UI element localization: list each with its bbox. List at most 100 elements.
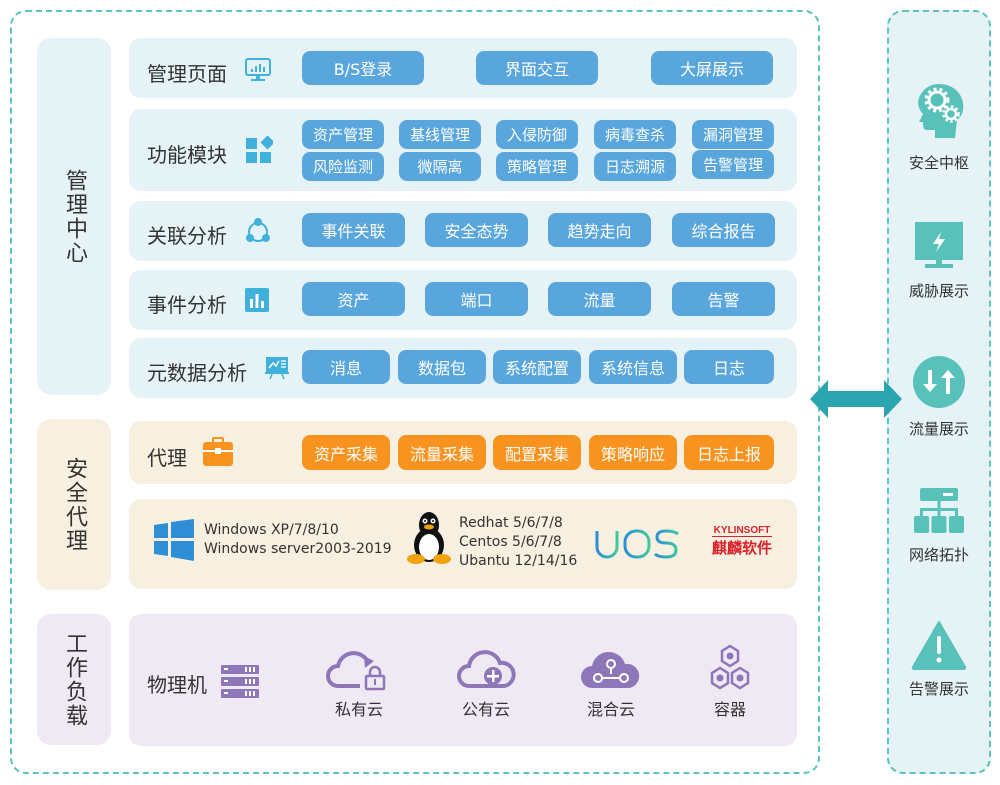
right-item-security-hub[interactable]: 安全中枢 bbox=[889, 80, 989, 173]
windows-desktop: Windows XP/7/8/10 bbox=[204, 522, 339, 538]
bidirectional-arrow-icon bbox=[810, 380, 902, 418]
button-event-correlation[interactable]: 事件关联 bbox=[302, 213, 405, 247]
workload-public-cloud[interactable]: 公有云 bbox=[451, 644, 521, 720]
row-title: 代理 bbox=[147, 446, 187, 470]
row-title: 事件分析 bbox=[147, 293, 227, 317]
row-title: 管理页面 bbox=[147, 62, 227, 86]
monitor-chart-icon bbox=[245, 58, 271, 81]
row-supported-os: Windows XP/7/8/10 Windows server2003-201… bbox=[129, 499, 797, 589]
windows-logo-icon bbox=[154, 519, 194, 561]
server-icon bbox=[221, 665, 259, 698]
linux-versions: Redhat 5/6/7/8 Centos 5/6/7/8 Ubantu 12/… bbox=[459, 514, 577, 571]
right-item-threat-display[interactable]: 威胁展示 bbox=[889, 220, 989, 301]
button-config-collect[interactable]: 配置采集 bbox=[493, 435, 581, 470]
windows-server: Windows server2003-2019 bbox=[204, 541, 392, 557]
button-vuln-mgmt[interactable]: 漏洞管理 bbox=[692, 120, 774, 149]
windows-versions: Windows XP/7/8/10 Windows server2003-201… bbox=[204, 521, 392, 559]
group-workload: 工作负载 bbox=[37, 614, 111, 745]
kylinsoft-cn: 麒麟软件 bbox=[712, 539, 773, 557]
row-function-module: 功能模块 资产管理 基线管理 入侵防御 病毒查杀 漏洞管理 风险监测 微隔离 策… bbox=[129, 109, 797, 191]
button-log-report[interactable]: 日志上报 bbox=[684, 435, 774, 470]
button-sys-info[interactable]: 系统信息 bbox=[589, 350, 677, 384]
group-security-agent: 安全代理 bbox=[37, 419, 111, 590]
button-log[interactable]: 日志 bbox=[684, 350, 774, 384]
button-message[interactable]: 消息 bbox=[302, 350, 390, 384]
row-workload: 物理机 私有云 公有云 bbox=[129, 614, 797, 746]
button-micro-segmentation[interactable]: 微隔离 bbox=[399, 152, 481, 181]
right-item-traffic-display[interactable]: 流量展示 bbox=[889, 354, 989, 439]
workload-container[interactable]: 容器 bbox=[695, 644, 765, 720]
public-cloud-icon bbox=[457, 650, 516, 688]
row-agent: 代理 资产采集 流量采集 配置采集 策略响应 日志上报 bbox=[129, 421, 797, 484]
uos-logo-icon bbox=[595, 529, 679, 559]
button-policy-mgmt[interactable]: 策略管理 bbox=[496, 152, 578, 181]
row-correlation-analysis: 关联分析 事件关联 安全态势 趋势走向 综合报告 bbox=[129, 201, 797, 261]
bar-chart-icon bbox=[245, 288, 269, 312]
kylinsoft-logo: KYLINSOFT 麒麟软件 bbox=[712, 525, 773, 558]
right-item-label: 威胁展示 bbox=[908, 282, 969, 300]
traffic-icon bbox=[913, 356, 965, 408]
workload-hybrid-cloud[interactable]: 混合云 bbox=[576, 644, 646, 720]
workload-private-cloud[interactable]: 私有云 bbox=[324, 644, 394, 720]
threat-monitor-icon bbox=[915, 222, 963, 268]
button-traffic-collect[interactable]: 流量采集 bbox=[398, 435, 486, 470]
button-big-screen[interactable]: 大屏展示 bbox=[651, 51, 773, 85]
right-item-label: 网络拓扑 bbox=[908, 546, 969, 564]
linux-tux-icon bbox=[407, 512, 451, 564]
button-port[interactable]: 端口 bbox=[425, 282, 528, 316]
button-comprehensive-report[interactable]: 综合报告 bbox=[672, 213, 775, 247]
button-asset-collect[interactable]: 资产采集 bbox=[302, 435, 390, 470]
right-item-network-topology[interactable]: 网络拓扑 bbox=[889, 488, 989, 565]
button-intrusion-defense[interactable]: 入侵防御 bbox=[496, 120, 578, 149]
kylinsoft-en: KYLINSOFT bbox=[712, 525, 773, 537]
ubuntu-versions: Ubantu 12/14/16 bbox=[459, 553, 578, 569]
button-asset[interactable]: 资产 bbox=[302, 282, 405, 316]
button-bs-login[interactable]: B/S登录 bbox=[302, 51, 424, 85]
row-event-analysis: 事件分析 资产 端口 流量 告警 bbox=[129, 270, 797, 330]
share-nodes-icon bbox=[246, 218, 270, 242]
workload-label: 私有云 bbox=[334, 700, 383, 719]
right-item-label: 安全中枢 bbox=[908, 154, 969, 172]
hybrid-cloud-icon bbox=[581, 651, 640, 688]
brain-gears-icon bbox=[918, 84, 964, 138]
workload-label: 公有云 bbox=[461, 700, 510, 719]
button-security-posture[interactable]: 安全态势 bbox=[425, 213, 528, 247]
topology-icon bbox=[914, 488, 964, 533]
button-risk-monitor[interactable]: 风险监测 bbox=[302, 152, 384, 181]
row-title: 关联分析 bbox=[147, 224, 227, 248]
centos-versions: Centos 5/6/7/8 bbox=[459, 534, 562, 550]
button-trend[interactable]: 趋势走向 bbox=[548, 213, 651, 247]
button-log-trace[interactable]: 日志溯源 bbox=[594, 152, 676, 181]
right-item-label: 告警展示 bbox=[908, 680, 969, 698]
button-sys-config[interactable]: 系统配置 bbox=[493, 350, 581, 384]
group-label: 工作负载 bbox=[62, 631, 87, 728]
row-title: 功能模块 bbox=[147, 143, 227, 167]
button-traffic[interactable]: 流量 bbox=[548, 282, 651, 316]
row-title: 元数据分析 bbox=[147, 361, 247, 385]
group-label: 安全代理 bbox=[62, 456, 87, 553]
private-cloud-icon bbox=[326, 651, 386, 691]
presentation-icon bbox=[265, 357, 289, 380]
button-antivirus[interactable]: 病毒查杀 bbox=[594, 120, 676, 149]
row-management-page: 管理页面 B/S登录 界面交互 大屏展示 bbox=[129, 38, 797, 98]
workload-label: 容器 bbox=[713, 700, 746, 719]
right-item-label: 流量展示 bbox=[908, 420, 969, 438]
container-icon bbox=[710, 644, 750, 690]
group-label: 管理中心 bbox=[62, 168, 87, 265]
workload-label: 混合云 bbox=[586, 700, 635, 719]
button-ui-interaction[interactable]: 界面交互 bbox=[476, 51, 598, 85]
warning-icon bbox=[911, 621, 967, 670]
button-alert-mgmt[interactable]: 告警管理 bbox=[692, 150, 774, 179]
right-item-alert-display[interactable]: 告警展示 bbox=[889, 620, 989, 699]
group-management-center: 管理中心 bbox=[37, 38, 111, 395]
row-metadata-analysis: 元数据分析 消息 数据包 系统配置 系统信息 日志 bbox=[129, 338, 797, 398]
modules-icon bbox=[246, 136, 273, 163]
button-baseline-mgmt[interactable]: 基线管理 bbox=[399, 120, 481, 149]
button-policy-response[interactable]: 策略响应 bbox=[589, 435, 677, 470]
briefcase-icon bbox=[203, 437, 233, 466]
button-packet[interactable]: 数据包 bbox=[398, 350, 486, 384]
button-alert[interactable]: 告警 bbox=[672, 282, 775, 316]
button-asset-mgmt[interactable]: 资产管理 bbox=[302, 120, 384, 149]
redhat-versions: Redhat 5/6/7/8 bbox=[459, 515, 563, 531]
row-title: 物理机 bbox=[147, 673, 207, 697]
